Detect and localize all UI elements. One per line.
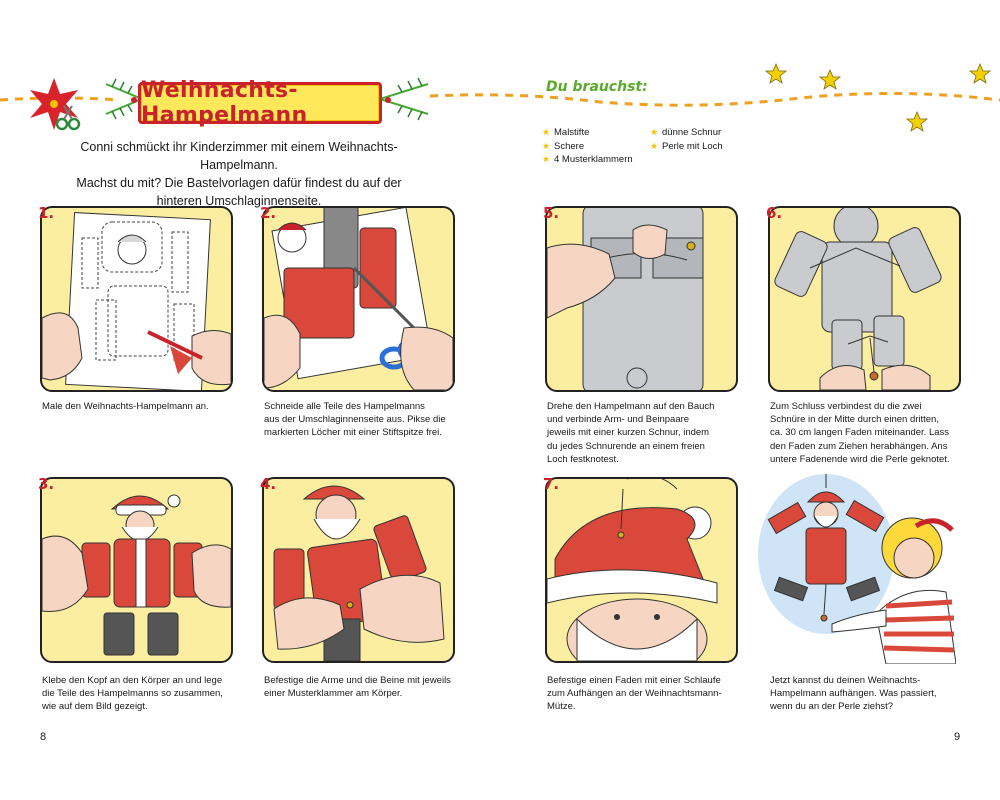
step-6-illustration — [768, 206, 961, 392]
list-item: Perle mit Loch — [650, 140, 723, 154]
star-icon — [764, 62, 788, 84]
caption-line: und verbinde Arm- und Beinpaare — [547, 414, 690, 426]
final-illustration — [758, 474, 956, 664]
list-item: 4 Musterklammern — [542, 153, 633, 167]
caption-line: Befestige die Arme und die Beine mit jew… — [264, 675, 451, 686]
caption-line: untere Fadenende wird die Perle geknotet… — [770, 453, 950, 465]
list-item: dünne Schnur — [650, 126, 723, 140]
caption-line: wenn du an der Perle ziehst? — [770, 701, 894, 713]
caption-line: wie auf dem Bild gezeigt. — [42, 701, 148, 713]
step-number: 2. — [260, 204, 277, 222]
caption-line: Hampelmann aufhängen. Was passiert, — [770, 688, 937, 700]
fir-branch-right-icon — [379, 77, 429, 121]
star-icon — [905, 110, 929, 132]
step-5-caption: Drehe den Hampelmann auf den Bauch und v… — [547, 400, 747, 466]
step-number: 1. — [38, 204, 55, 222]
caption-line: Loch festknotest. — [547, 453, 619, 465]
step-1-caption: Male den Weihnachts-Hampelmann an. — [42, 400, 242, 413]
materials-list-2: dünne Schnur Perle mit Loch — [650, 126, 723, 153]
step-number: 3. — [38, 475, 55, 493]
caption-line: zum Aufhängen an der Weihnachtsmann- — [547, 688, 722, 700]
step-5-illustration — [545, 206, 738, 392]
list-item: Malstifte — [542, 126, 633, 140]
star-icon — [968, 62, 992, 84]
step-number: 7. — [543, 475, 560, 493]
caption-line: Jetzt kannst du deinen Weihnachts- — [770, 675, 921, 686]
step-3-illustration — [40, 477, 233, 663]
caption-line: Male den Weihnachts-Hampelmann an. — [42, 401, 209, 412]
caption-line: Mütze. — [547, 701, 576, 713]
step-7-illustration — [545, 477, 738, 663]
step-number: 5. — [543, 204, 560, 222]
caption-line: Befestige einen Faden mit einer Schlaufe — [547, 675, 721, 686]
caption-line: jeweils mit einer kurzen Schnur, indem — [547, 427, 710, 439]
page-number-left: 8 — [40, 731, 47, 743]
final-caption: Jetzt kannst du deinen Weihnachts- Hampe… — [770, 674, 970, 714]
caption-line: Klebe den Kopf an den Körper an und lege — [42, 675, 223, 686]
poinsettia-scissors-icon — [30, 78, 81, 131]
caption-line: den Faden zum Ziehen herabhängen. Ans — [770, 440, 948, 452]
caption-line: aus der Umschlaginnenseite aus. Pikse di… — [264, 414, 446, 426]
caption-line: einer Musterklammer am Körper. — [264, 688, 403, 700]
caption-line: du jedes Schnurende an einem freien — [547, 440, 705, 452]
star-decorations — [764, 62, 992, 132]
caption-line: Drehe den Hampelmann auf den Bauch — [547, 401, 715, 412]
step-4-caption: Befestige die Arme und die Beine mit jew… — [264, 674, 464, 700]
step-1-illustration — [40, 206, 233, 392]
step-3-caption: Klebe den Kopf an den Körper an und lege… — [42, 674, 242, 714]
caption-line: die Teile des Hampelmanns so zusammen, — [42, 688, 223, 700]
page-title: Weihnachts-Hampelmann — [141, 78, 308, 128]
intro-line: Machst du mit? Die Bastelvorlagen dafür … — [76, 176, 402, 190]
caption-line: Zum Schluss verbindest du die zwei — [770, 401, 922, 412]
page-number-right: 9 — [954, 731, 961, 743]
materials-title: Du brauchst: — [546, 79, 648, 95]
star-icon — [818, 68, 842, 90]
intro-line: Conni schmückt ihr Kinderzimmer mit eine… — [80, 140, 398, 172]
caption-line: Schneide alle Teile des Hampelmanns — [264, 401, 425, 412]
title-banner: Weihnachts-Hampelmann — [138, 78, 382, 128]
list-item: Schere — [542, 140, 633, 154]
intro-text: Conni schmückt ihr Kinderzimmer mit eine… — [44, 138, 434, 210]
materials-list-1: Malstifte Schere 4 Musterklammern — [542, 126, 633, 167]
step-4-illustration — [262, 477, 455, 663]
step-number: 6. — [766, 204, 783, 222]
step-2-illustration — [262, 206, 455, 392]
step-number: 4. — [260, 475, 277, 493]
caption-line: markierten Löcher mit einer Stiftspitze … — [264, 427, 442, 439]
step-7-caption: Befestige einen Faden mit einer Schlaufe… — [547, 674, 747, 714]
step-2-caption: Schneide alle Teile des Hampelmanns aus … — [264, 400, 464, 440]
caption-line: ca. 30 cm langen Faden miteinander. Lass — [770, 427, 950, 439]
fir-branch-left-icon — [105, 78, 143, 120]
intro-line: hinteren Umschlaginnenseite. — [156, 194, 322, 208]
step-6-caption: Zum Schluss verbindest du die zwei Schnü… — [770, 400, 970, 466]
caption-line: Schnüre in der Mitte durch einen dritten… — [770, 414, 939, 426]
